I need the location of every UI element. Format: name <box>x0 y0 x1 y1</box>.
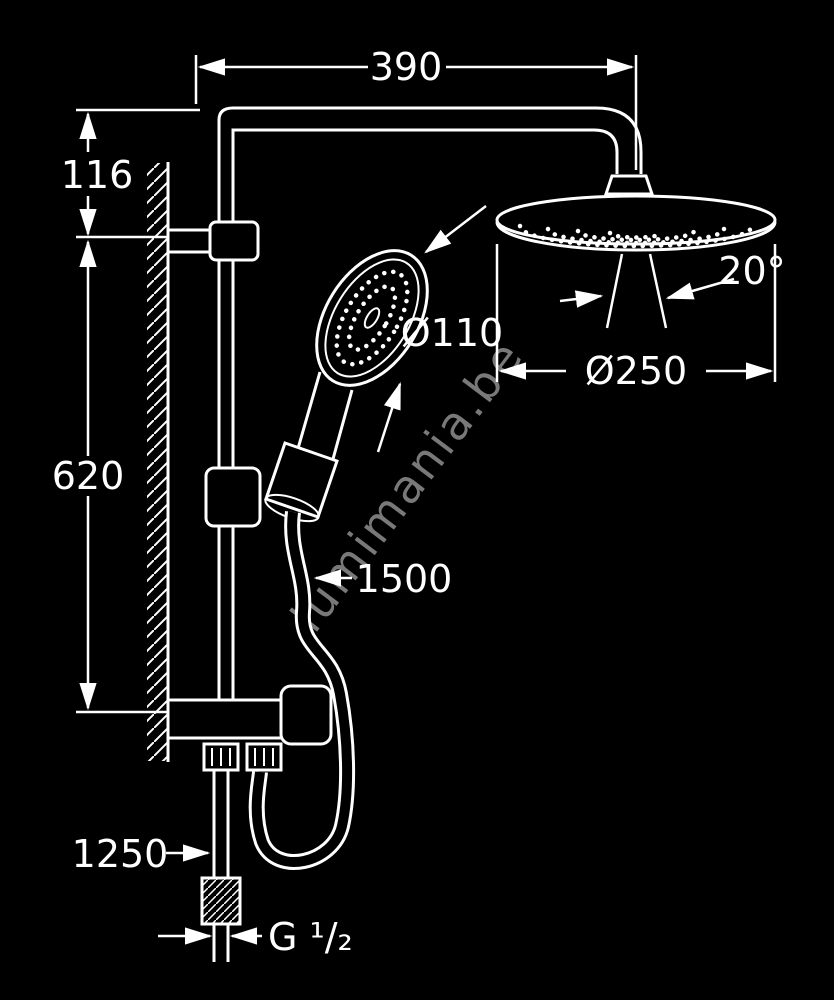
rail-slider <box>204 466 262 528</box>
hand-shower-holder <box>264 441 339 519</box>
dimension-label-620: 620 <box>52 454 125 498</box>
dimension-label-head-angle: 20° <box>718 249 785 293</box>
shower-hose <box>248 511 356 870</box>
dimension-390: 390 <box>197 45 635 89</box>
dimension-label-thread: G ¹/₂ <box>268 915 353 959</box>
wall-union <box>279 684 333 746</box>
dimension-116: 116 <box>61 111 134 237</box>
dimension-1250: 1250 <box>72 832 211 876</box>
dimension-label-hand-shower-diameter: Ø110 <box>401 311 503 355</box>
hand-shower-handle <box>295 371 322 453</box>
dimension-head-diameter: Ø250 <box>498 349 774 393</box>
dimension-head-angle: 20° <box>559 249 786 329</box>
dimension-hand-shower-diameter: Ø110 <box>376 205 503 453</box>
knurled-nut <box>200 876 242 926</box>
extension-lines <box>76 55 777 714</box>
head-mount <box>603 174 655 196</box>
bottom-bracket <box>168 684 333 772</box>
dimension-label-1500: 1500 <box>356 557 453 601</box>
dimension-label-1250: 1250 <box>72 832 169 876</box>
shower-rail <box>217 128 235 700</box>
hand-shower <box>264 249 429 523</box>
top-bracket <box>168 220 260 262</box>
dimension-hose-length: 1500 <box>313 557 453 601</box>
dimension-label-116: 116 <box>61 153 134 197</box>
supply-pipe <box>200 770 242 962</box>
head-shower <box>495 194 777 252</box>
dimension-label-head-diameter: Ø250 <box>585 349 687 393</box>
wall <box>147 162 170 762</box>
dimension-label-390: 390 <box>370 45 443 89</box>
dimension-thread-size: G ¹/₂ <box>158 915 353 959</box>
dimension-620: 620 <box>52 239 125 711</box>
shower-arm-pipe <box>217 106 655 196</box>
